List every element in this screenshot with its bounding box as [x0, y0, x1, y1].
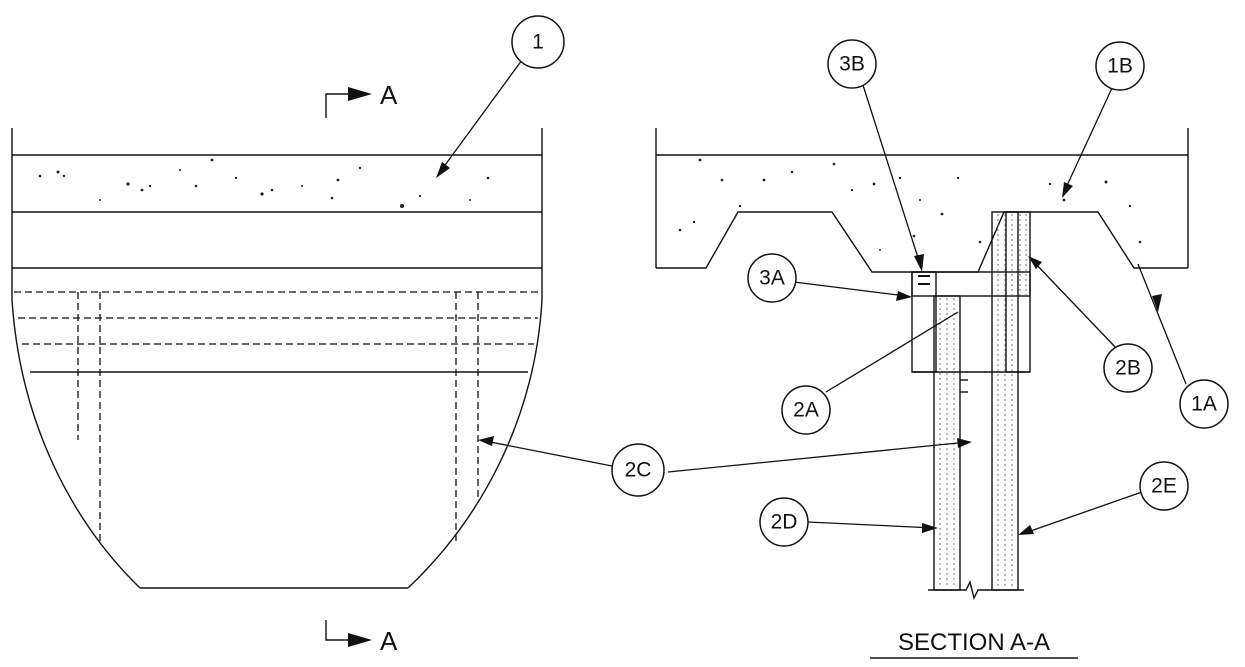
elevation-view: A A: [11, 59, 613, 656]
section-letter-top: A: [380, 80, 398, 110]
deck-concrete-texture: [38, 158, 490, 208]
callout-3a-label: 3A: [759, 267, 785, 290]
left-bracket: [911, 271, 937, 373]
section-letter-bottom: A: [380, 626, 398, 656]
callout-2a: 2A: [781, 385, 831, 435]
leader-3b: [861, 81, 921, 265]
callout-2c-label: 2C: [625, 459, 652, 482]
callout-3a: 3A: [747, 253, 797, 303]
callout-3b: 3B: [827, 39, 877, 89]
leader-2d: [807, 521, 935, 529]
post-hatching: [939, 214, 1027, 588]
section-cut-bottom: A: [325, 620, 398, 656]
callout-3b-label: 3B: [839, 53, 865, 76]
leader-2c-left: [479, 439, 613, 467]
callout-1: 1: [511, 15, 565, 69]
leader-3a: [793, 281, 907, 297]
callout-2a-label: 2A: [793, 399, 819, 422]
elevation-left-curve: [11, 299, 141, 589]
callout-2e-label: 2E: [1151, 475, 1177, 498]
leader-2b: [1031, 259, 1119, 351]
callout-1a: 1A: [1179, 379, 1229, 429]
leader-1: [439, 59, 523, 173]
callout-2e: 2E: [1139, 461, 1189, 511]
elevation-right-curve: [407, 299, 543, 589]
leader-2e: [1021, 491, 1143, 535]
leader-2c-right: [667, 441, 969, 473]
callout-2c: 2C: [611, 443, 665, 497]
callout-1a-label: 1A: [1191, 393, 1217, 416]
section-title: SECTION A-A: [898, 629, 1050, 656]
callout-2d: 2D: [759, 497, 809, 547]
callout-2b-label: 2B: [1115, 357, 1141, 380]
leader-1a: [1137, 263, 1187, 385]
section-cut-top: A: [325, 80, 398, 118]
callout-2d-label: 2D: [771, 511, 798, 534]
callout-2b: 2B: [1103, 343, 1153, 393]
break-line: [928, 579, 1024, 601]
callout-1-label: 1: [532, 31, 544, 54]
leader-1b: [1063, 87, 1113, 193]
section-view: SECTION A-A: [655, 81, 1189, 659]
section-concrete-texture: [678, 158, 1142, 251]
callout-1b: 1B: [1095, 41, 1145, 91]
callout-1b-label: 1B: [1107, 55, 1133, 78]
leader-2a: [825, 311, 959, 393]
